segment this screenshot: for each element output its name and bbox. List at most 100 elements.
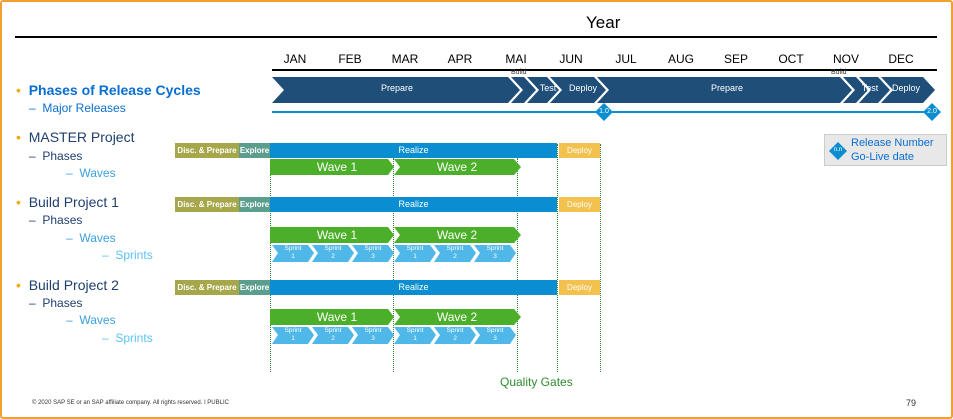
sprint3-wave2-build1 [474, 245, 516, 262]
disc-prepare-bar-build2: Disc. & Prepare [175, 280, 239, 295]
build-chevron-2 [843, 77, 868, 103]
top-divider [15, 36, 937, 38]
month-jan: JAN [283, 52, 307, 66]
wave2-label-master: Wave 2 [436, 160, 478, 174]
master-waves [270, 159, 521, 175]
legend-line-1: Release Number [851, 137, 934, 149]
legend-line-2: Go-Live date [851, 151, 914, 163]
month-apr: APR [447, 52, 473, 66]
deploy-bar-build1: Deploy [559, 197, 600, 212]
month-axis-line [272, 69, 937, 71]
realize-bar-build1: Realize [270, 197, 557, 212]
release-cycle-diagram [272, 77, 941, 121]
chart-title: Year [586, 13, 621, 32]
realize-bar-master: Realize [270, 143, 557, 158]
month-feb: FEB [338, 52, 362, 66]
month-mar: MAR [391, 52, 419, 66]
build2-sprints [272, 327, 516, 344]
explore-bar-build1: Explore [239, 197, 270, 212]
wave1-master-shape [270, 159, 394, 175]
bullet-master-project: • MASTER Project [16, 129, 135, 145]
wave1-build1-shape [270, 227, 394, 243]
sprint1-wave2-build2 [394, 327, 436, 344]
month-oct: OCT [778, 52, 804, 66]
quality-gate-line-4 [557, 144, 558, 372]
sprint3-wave1-build1 [352, 245, 394, 262]
deploy-label-2: Deploy [891, 83, 920, 93]
bullet-phases-release: • Phases of Release Cycles [16, 82, 201, 98]
sprint1-wave2-build1 [394, 245, 436, 262]
quality-gate-line-1 [270, 144, 271, 372]
deploy-bar-build2: Deploy [559, 280, 600, 295]
sprint3-wave1-build2 [352, 327, 394, 344]
month-nov: NOV [832, 52, 859, 66]
sprint2-wave2-build2 [434, 327, 476, 344]
month-sep: SEP [723, 52, 748, 66]
sprint2-wave1-build1 [312, 245, 354, 262]
wave1-label-build1: Wave 1 [316, 228, 358, 242]
deploy-chevron-2 [881, 77, 935, 103]
test-label-2: Test [861, 83, 879, 93]
sprint2-wave2-build1 [434, 245, 476, 262]
month-aug: AUG [667, 52, 694, 66]
release-diamond-2 [923, 103, 941, 121]
quality-gate-line-5 [600, 144, 601, 372]
test-chevron-1 [527, 77, 559, 103]
wave2-master-shape [394, 159, 521, 175]
label-build1-phases: – Phases [29, 213, 83, 227]
label-build1-waves: – Waves [66, 231, 116, 245]
sprint3-wave2-build2 [474, 327, 516, 344]
release-diamond-1 [595, 103, 613, 121]
build1-waves [270, 227, 521, 243]
page-number: 79 [906, 398, 917, 408]
label-major-releases: – Major Releases [29, 101, 126, 115]
test-chevron-2 [859, 77, 890, 103]
release-number-1: 1.0 [599, 108, 609, 115]
wave2-build2-shape [394, 309, 521, 325]
legend-box: n.n Release Number Go-Live date [824, 134, 947, 166]
disc-prepare-bar-build1: Disc. & Prepare [175, 197, 239, 212]
quality-gate-line-3 [517, 158, 518, 372]
month-dec: DEC [888, 52, 914, 66]
wave1-build2-shape [270, 309, 394, 325]
wave2-label-build1: Wave 2 [436, 228, 478, 242]
deploy-bar-master: Deploy [559, 143, 600, 158]
label-build2-sprints: – Sprints [102, 331, 153, 345]
build2-waves [270, 309, 521, 325]
month-mai: MAI [505, 52, 527, 66]
legend-icon-label: n.n [833, 147, 843, 153]
prepare-chevron-1 [272, 77, 520, 103]
month-jun: JUN [559, 52, 583, 66]
label-master-phases: – Phases [29, 149, 83, 163]
deploy-chevron-1 [550, 77, 606, 103]
label-build2-phases: – Phases [29, 296, 83, 310]
sprint1-wave1-build2 [272, 327, 314, 344]
label-build2-waves: – Waves [66, 313, 116, 327]
prepare-label-1: Prepare [380, 83, 414, 93]
explore-bar-master: Explore [239, 143, 270, 158]
deploy-label-1: Deploy [568, 83, 597, 93]
copyright-footer: © 2020 SAP SE or an SAP affiliate compan… [32, 400, 229, 406]
label-build1-sprints: – Sprints [102, 248, 153, 262]
realize-bar-build2: Realize [270, 280, 557, 295]
build-label-1: Build [511, 69, 527, 76]
wave2-build1-shape [394, 227, 521, 243]
sprint1-wave1-build1 [272, 245, 314, 262]
disc-prepare-bar-master: Disc. & Prepare [175, 143, 239, 158]
quality-gate-line-2 [393, 158, 394, 372]
build-chevron-1 [511, 77, 536, 103]
label-master-waves: – Waves [66, 166, 116, 180]
wave2-label-build2: Wave 2 [436, 310, 478, 324]
wave1-label-master: Wave 1 [316, 160, 358, 174]
